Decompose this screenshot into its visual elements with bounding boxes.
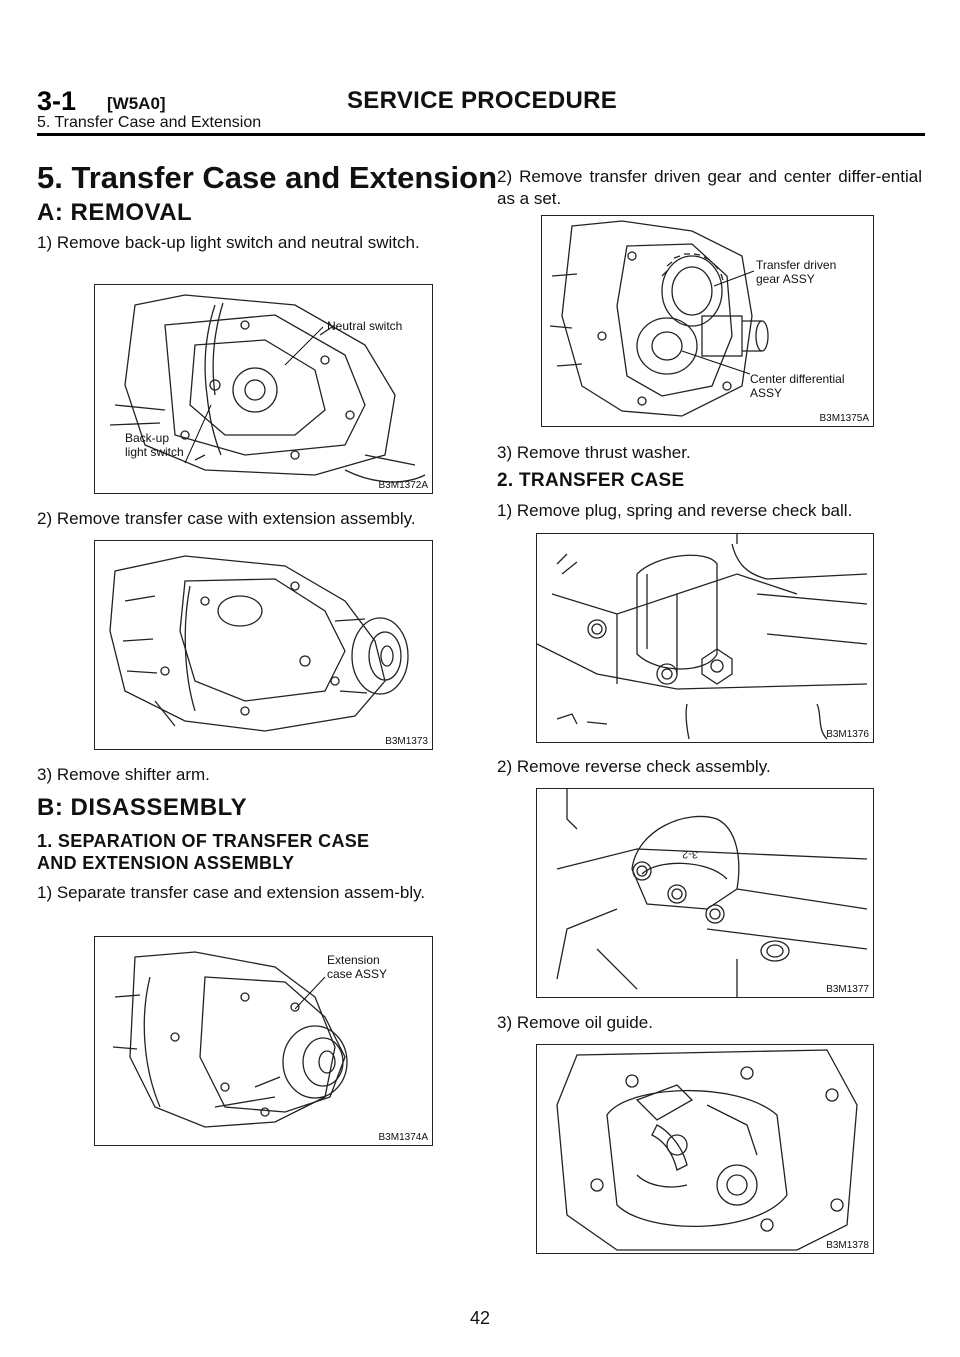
separation-heading-line-2: AND EXTENSION ASSEMBLY (37, 853, 295, 873)
extension-case-illustration (112, 951, 348, 1128)
figure-caption: B3M1376 (826, 729, 869, 740)
label-neutral-switch: Neutral switch (327, 319, 403, 333)
label-center-diff-1: Center differential (750, 372, 845, 386)
figure-switches: Neutral switch Back-up light switch B3M1… (94, 284, 433, 494)
figure-oil-guide: B3M1378 (536, 1044, 874, 1254)
oil-guide-illustration (556, 1049, 858, 1251)
transfer-case-step-1: 1) Remove plug, spring and reverse check… (497, 501, 853, 520)
header-subtitle: 5. Transfer Case and Extension (37, 114, 262, 131)
removal-step-3: 3) Remove shifter arm. (37, 765, 210, 784)
label-center-diff-2: ASSY (750, 386, 783, 400)
figure-caption: B3M1372A (378, 480, 428, 491)
removal-step-2: 2) Remove transfer case with extension a… (37, 509, 416, 528)
transfer-case-step-2: 2) Remove reverse check assembly. (497, 757, 771, 776)
figure-caption: B3M1378 (826, 1240, 869, 1251)
reverse-check-illustration: 3-2 (556, 789, 868, 997)
removal-step-1: 1) Remove back-up light switch and neutr… (37, 233, 420, 252)
section-code: [W5A0] (107, 94, 166, 113)
removal-step-2-cont: 2) Remove transfer driven gear and cente… (497, 167, 922, 208)
transfer-case-illustration (109, 555, 409, 732)
label-extension-2: case ASSY (327, 967, 388, 981)
label-driven-gear-2: gear ASSY (756, 272, 815, 286)
separation-heading-line-1: 1. SEPARATION OF TRANSFER CASE (37, 831, 370, 851)
driven-gear-illustration (549, 220, 769, 417)
figure-plug-spring: B3M1376 (536, 533, 874, 743)
page-title: 5. Transfer Case and Extension (37, 160, 498, 195)
transmission-switches-illustration (109, 294, 426, 483)
removal-step-3-right: 3) Remove thrust washer. (497, 443, 691, 462)
label-extension-1: Extension (327, 953, 380, 967)
transfer-case-heading: 2. TRANSFER CASE (497, 470, 685, 491)
figure-reverse-check: 3-2 B3M1377 (536, 788, 874, 998)
figure-caption: B3M1377 (826, 984, 869, 995)
figure-caption: B3M1374A (378, 1132, 428, 1143)
label-backup-2: light switch (125, 445, 184, 459)
figure-caption: B3M1375A (819, 413, 869, 424)
header-rule (37, 133, 925, 136)
figure-driven-gear: Transfer driven gear ASSY Center differe… (541, 215, 874, 427)
label-backup-1: Back-up (125, 431, 170, 445)
disassembly-heading: B: DISASSEMBLY (37, 794, 248, 821)
figure-caption: B3M1373 (385, 736, 428, 747)
figure-extension-case: Extension case ASSY B3M1374A (94, 936, 433, 1146)
figure-transfer-case: B3M1373 (94, 540, 433, 750)
header-title: SERVICE PROCEDURE (347, 87, 618, 114)
separation-step-1: 1) Separate transfer case and extension … (37, 883, 426, 902)
removal-heading: A: REMOVAL (37, 199, 193, 226)
stamp-mark: 3-2 (682, 848, 698, 860)
transfer-case-step-3: 3) Remove oil guide. (497, 1013, 653, 1032)
page-number: 42 (469, 1308, 491, 1328)
plug-spring-illustration (537, 534, 868, 740)
page-header: 3-1 [W5A0] SERVICE PROCEDURE 5. Transfer… (37, 86, 925, 136)
label-driven-gear-1: Transfer driven (756, 258, 837, 272)
section-number: 3-1 (37, 86, 77, 116)
